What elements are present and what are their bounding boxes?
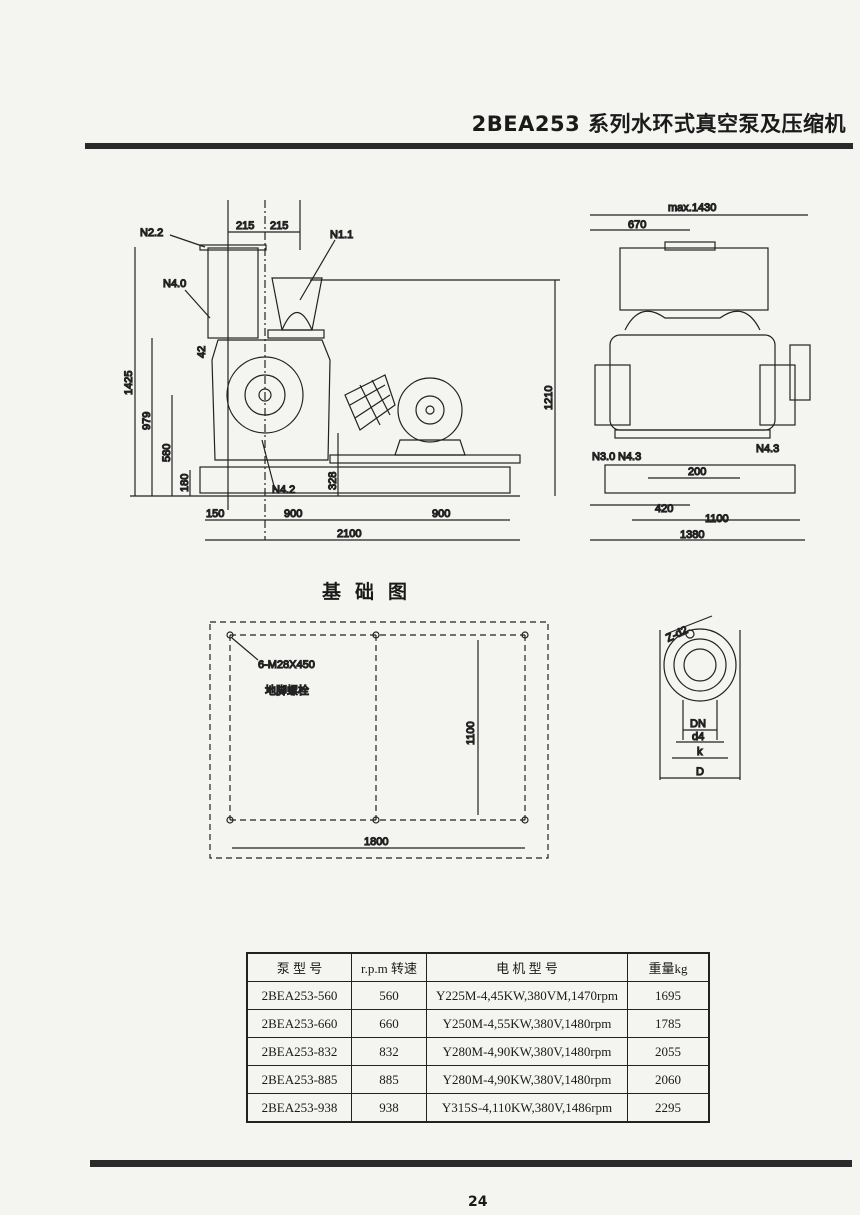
col-rpm: r.p.m 转速 [351, 952, 427, 982]
cell-weight: 2295 [627, 1093, 710, 1123]
dim-1425: 1425 [123, 371, 135, 395]
cell-pump: 2BEA253-660 [246, 1009, 352, 1038]
label-n4-0: N4.0 [163, 278, 186, 290]
cell-motor: Y225M-4,45KW,380VM,1470rpm [426, 981, 628, 1010]
dim-1800: 1800 [364, 836, 388, 848]
cell-rpm: 832 [351, 1037, 427, 1066]
end-view [590, 214, 811, 541]
footer-rule [90, 1160, 852, 1167]
flange-D: D [696, 766, 704, 778]
cell-rpm: 660 [351, 1009, 427, 1038]
cell-motor: Y315S-4,110KW,380V,1486rpm [426, 1093, 628, 1123]
dim-420: 420 [655, 503, 673, 515]
dim-150: 150 [206, 508, 224, 520]
dim-1210: 1210 [543, 386, 555, 410]
cell-pump: 2BEA253-560 [246, 981, 352, 1010]
cell-pump: 2BEA253-832 [246, 1037, 352, 1066]
col-pump-model: 泵 型 号 [246, 952, 352, 982]
dim-215-left: 215 [236, 220, 254, 232]
label-n4-3-right: N4.3 [756, 443, 779, 455]
cell-motor: Y280M-4,90KW,380V,1480rpm [426, 1037, 628, 1066]
col-weight: 重量kg [627, 952, 710, 982]
cell-weight: 1785 [627, 1009, 710, 1038]
dim-900-right: 900 [432, 508, 450, 520]
foundation-plan [209, 621, 549, 859]
cell-weight: 2060 [627, 1065, 710, 1094]
dim-200: 200 [688, 466, 706, 478]
dim-580: 580 [161, 444, 173, 462]
label-n1-1: N1.1 [330, 229, 353, 241]
header-rule [85, 143, 853, 149]
bolt-spec: 6-M28X450 [258, 659, 315, 671]
page-title: 2BEA253 系列水环式真空泵及压缩机 [471, 112, 846, 136]
cell-rpm: 938 [351, 1093, 427, 1123]
dim-180: 180 [179, 474, 191, 492]
col-motor-model: 电 机 型 号 [426, 952, 628, 982]
bolt-label: 地脚螺栓 [265, 683, 309, 697]
cell-motor: Y280M-4,90KW,380V,1480rpm [426, 1065, 628, 1094]
side-view [130, 200, 560, 541]
label-n4-3-left: N4.3 [618, 451, 641, 463]
flange-dn: DN [690, 718, 706, 730]
flange-d4: d4 [692, 731, 704, 743]
flange-detail [659, 615, 741, 780]
table-header-row: 泵 型 号 r.p.m 转速 电 机 型 号 重量kg [246, 952, 710, 982]
dim-215-right: 215 [270, 220, 288, 232]
dim-max-1430: max.1430 [668, 202, 716, 214]
flange-zd2: Z-d2 [664, 624, 690, 644]
cell-rpm: 560 [351, 981, 427, 1010]
dim-670: 670 [628, 219, 646, 231]
page-number: 24 [468, 1194, 488, 1210]
label-n2-2: N2.2 [140, 227, 163, 239]
bolt-holes [226, 631, 529, 849]
flange-k: k [697, 746, 703, 758]
dim-1380: 1380 [680, 529, 704, 541]
label-n4-2: N4.2 [272, 484, 295, 496]
cell-weight: 2055 [627, 1037, 710, 1066]
cell-pump: 2BEA253-938 [246, 1093, 352, 1123]
dim-1100-end: 1100 [705, 513, 729, 525]
cell-motor: Y250M-4,55KW,380V,1480rpm [426, 1009, 628, 1038]
dim-42: 42 [196, 346, 208, 358]
cell-rpm: 885 [351, 1065, 427, 1094]
dim-328: 328 [327, 472, 339, 490]
dim-900-left: 900 [284, 508, 302, 520]
dim-2100: 2100 [337, 528, 361, 540]
dim-1100-found: 1100 [465, 721, 477, 745]
label-n3-0: N3.0 [592, 451, 615, 463]
foundation-title: 基础图 [322, 581, 422, 603]
cell-pump: 2BEA253-885 [246, 1065, 352, 1094]
cell-weight: 1695 [627, 981, 710, 1010]
dim-979: 979 [141, 412, 153, 430]
